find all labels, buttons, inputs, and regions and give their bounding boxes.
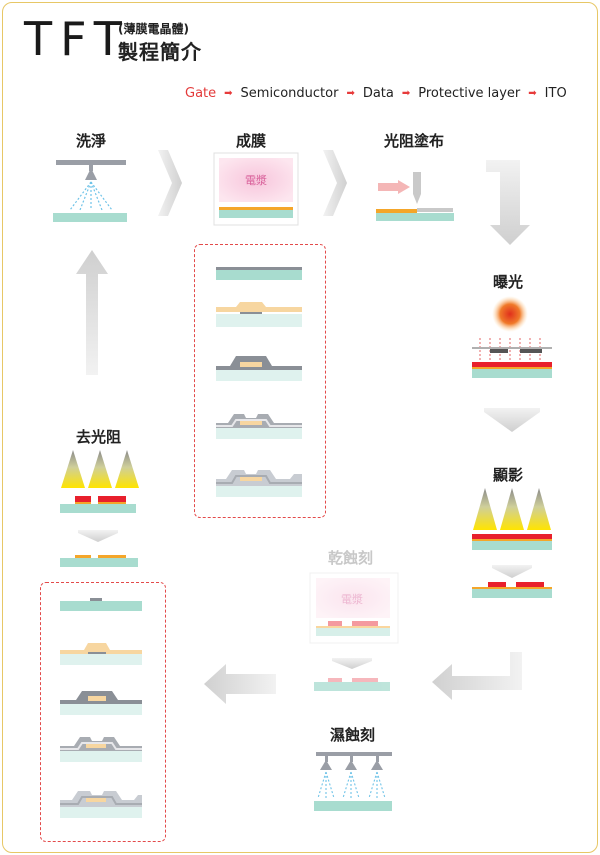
flow-arrow-icon: [486, 160, 530, 245]
legend-gate: Gate: [185, 86, 217, 101]
legend-protective-layer: Protective layer: [418, 86, 521, 101]
step-label-film: 成膜: [236, 132, 267, 150]
step-label-expose: 曝光: [493, 273, 524, 291]
step-label-clean: 洗淨: [76, 132, 107, 150]
flow-arrow-icon: [432, 652, 522, 700]
legend-ito: ITO: [544, 86, 567, 101]
legend-arrow-icon: ➡: [224, 88, 233, 99]
flow-arrow-icon: [76, 250, 108, 375]
flow-arrow-icon: [204, 664, 276, 704]
legend-data: Data: [362, 86, 394, 101]
film-layers-box: [194, 244, 326, 518]
strip-layer-sequence: [60, 598, 142, 818]
step-label-develop: 顯影: [493, 466, 524, 484]
flow-arrow-icon: [158, 150, 182, 216]
dry-etch-result: [314, 678, 390, 691]
flow-arrow-icon: [323, 150, 347, 216]
flow-arrow-icon: [332, 658, 372, 669]
dry-etch-illustration: 電漿: [309, 572, 399, 644]
plasma-label: 電漿: [245, 173, 267, 187]
step-label-coat: 光阻塗布: [384, 132, 445, 150]
page-subtitle-small: (薄膜電晶體): [118, 22, 189, 36]
wet-etch-illustration: [314, 752, 392, 811]
expose-illustration: [472, 296, 552, 378]
strip-illustration: [60, 450, 139, 567]
step-label-strip: 去光阻: [76, 428, 122, 446]
clean-illustration: [53, 160, 127, 222]
legend-arrow-icon: ➡: [401, 88, 411, 99]
page-subtitle: 製程簡介: [118, 40, 202, 64]
film-illustration: 電漿: [213, 152, 299, 226]
plasma-label: 電漿: [341, 592, 363, 606]
layer-legend: Gate ➡ Semiconductor ➡ Data ➡ Protective…: [185, 86, 567, 101]
coat-illustration: [376, 172, 454, 221]
legend-arrow-icon: ➡: [346, 88, 355, 99]
legend-arrow-icon: ➡: [528, 88, 537, 99]
film-layer-sequence: [216, 267, 302, 497]
legend-semiconductor: Semiconductor: [240, 86, 339, 101]
step-label-dry-etch: 乾蝕刻: [328, 549, 374, 567]
develop-illustration: [472, 488, 552, 598]
flow-arrow-icon: [484, 408, 540, 432]
strip-layers-box: [40, 582, 166, 842]
page-title: TFT: [24, 12, 130, 66]
step-label-wet-etch: 濕蝕刻: [330, 726, 376, 744]
